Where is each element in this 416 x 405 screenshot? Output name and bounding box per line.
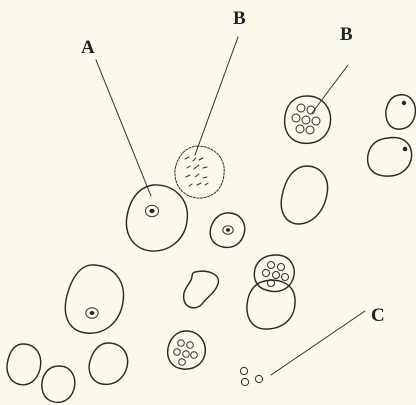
tiny-cells-c <box>240 367 262 385</box>
leader-line-b-center <box>195 37 238 155</box>
leader-line-a <box>96 60 151 196</box>
nucleated-cell-top-right <box>386 95 415 129</box>
nucleated-cell-left <box>65 265 123 333</box>
granular-cell-b-right <box>285 96 331 143</box>
plain-cell-upper-middle <box>281 166 327 224</box>
plain-cell-bottom-left-3 <box>89 343 127 384</box>
label-b-center: B <box>233 8 246 29</box>
label-b-right: B <box>340 24 353 45</box>
plain-cell-bottom-left-2 <box>42 366 75 402</box>
granular-cell-bottom-middle <box>168 331 206 369</box>
label-c: C <box>371 305 385 326</box>
leader-line-c <box>271 311 365 375</box>
nucleated-cell-right <box>368 138 412 177</box>
nucleated-cell-middle <box>210 213 245 248</box>
granular-cell-b-center <box>175 146 224 198</box>
leader-line-b-right <box>312 65 348 113</box>
plain-cell-bottom-left-1 <box>7 344 41 385</box>
irregular-cell <box>184 271 219 308</box>
label-a: A <box>81 37 95 58</box>
nucleated-cell-a <box>126 185 187 251</box>
